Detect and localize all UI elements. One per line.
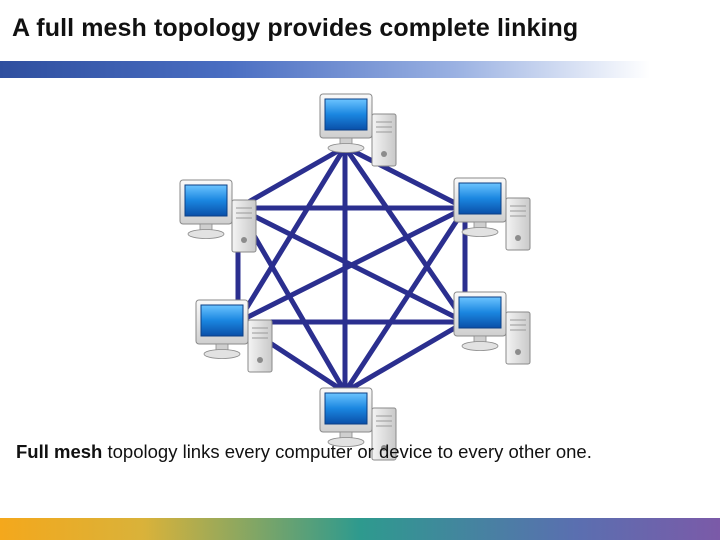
- caption-bold-term: Full mesh: [16, 441, 103, 462]
- mesh-link: [342, 144, 468, 211]
- mesh-link: [235, 205, 468, 325]
- desktop-computer-icon: [179, 179, 257, 253]
- slide-title: A full mesh topology provides complete l…: [12, 14, 579, 42]
- mesh-link: [342, 319, 468, 395]
- mesh-link: [235, 144, 348, 211]
- mesh-link: [342, 144, 468, 325]
- caption-text: topology links every computer or device …: [102, 441, 592, 462]
- desktop-computer-icon: [453, 291, 531, 365]
- caption: Full mesh topology links every computer …: [16, 441, 592, 463]
- title-underline-bar: [0, 61, 650, 78]
- mesh-link: [342, 205, 468, 395]
- footer-gradient-bar: [0, 518, 720, 540]
- network-nodes: [179, 93, 531, 461]
